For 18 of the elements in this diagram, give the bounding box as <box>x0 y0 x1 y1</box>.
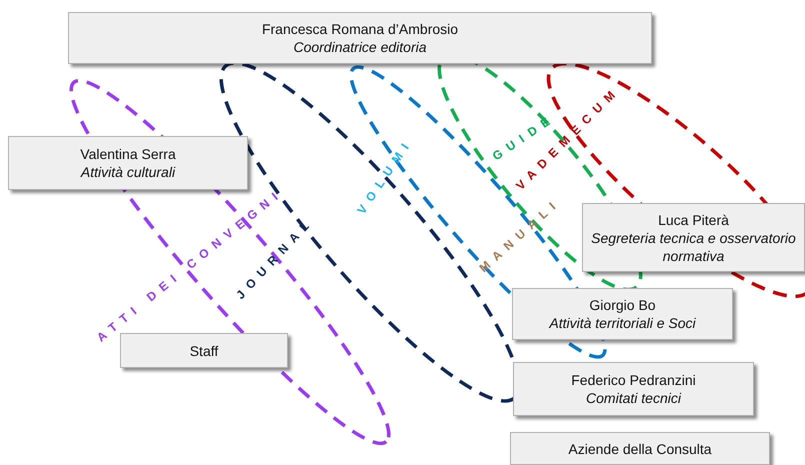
role-text: Coordinatrice editoria <box>293 38 427 56</box>
person-box <box>582 203 805 272</box>
person-box <box>512 288 733 340</box>
role-text: Comitati tecnici <box>586 389 681 407</box>
person-box <box>68 12 652 64</box>
person-name: Valentina Serra <box>80 145 176 163</box>
person-box <box>510 432 770 465</box>
person-box <box>513 362 754 416</box>
person-name: Luca Piterà <box>658 210 729 228</box>
role-text: Attività culturali <box>80 163 176 181</box>
person-box <box>8 136 248 190</box>
role-text: Attività territoriali e Soci <box>549 314 696 332</box>
person-name: Giorgio Bo <box>589 296 656 314</box>
person-name: Aziende della Consulta <box>568 440 712 458</box>
person-name: Francesca Romana d’Ambrosio <box>262 20 458 38</box>
person-name: Staff <box>190 342 218 360</box>
role-text: Segreteria tecnica e osservatorio normativa <box>591 228 796 264</box>
person-name: Federico Pedranzini <box>571 371 696 389</box>
